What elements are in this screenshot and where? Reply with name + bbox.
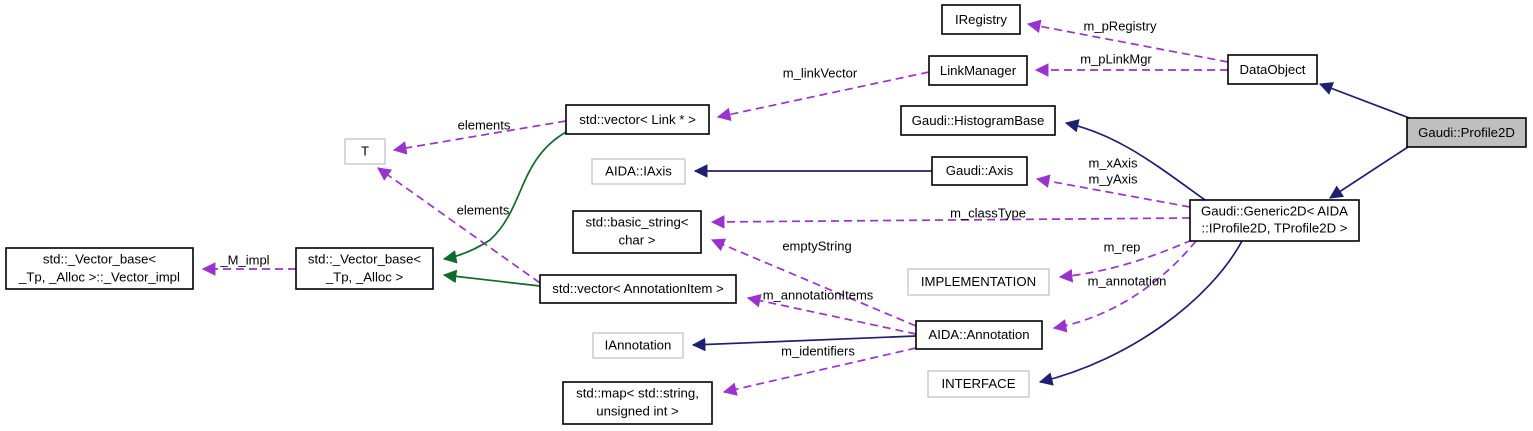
node-iannotation[interactable]: IAnnotation	[592, 332, 684, 359]
edge-label-_M_impl: _M_impl	[219, 252, 269, 267]
node-iregistry[interactable]: IRegistry	[941, 4, 1021, 35]
node-gaudi-profile2d-box[interactable]	[1406, 117, 1527, 148]
edge-label-m_yAxis: m_yAxis	[1088, 171, 1138, 186]
node-std-map[interactable]: std::map< std::string, unsigned int >	[562, 381, 713, 425]
edge-label-m_pRegistry: m_pRegistry	[1084, 18, 1157, 33]
node-aida-annotation-box[interactable]	[915, 320, 1043, 350]
node-std-vector-link-box[interactable]	[565, 104, 710, 135]
node-std-basic-string-label-line2: char >	[618, 232, 655, 247]
node-implementation-label: IMPLEMENTATION	[921, 274, 1036, 289]
node-t[interactable]: T	[344, 138, 386, 165]
node-dataobject-box[interactable]	[1227, 54, 1318, 85]
edge-label-m_xAxis: m_xAxis	[1088, 155, 1138, 170]
node-std-vector-link-label: std::vector< Link * >	[579, 112, 696, 127]
node-std-vector-annotationitem-label: std::vector< AnnotationItem >	[552, 281, 724, 296]
edge-inherit-annotation-iannotation	[691, 335, 917, 352]
edge-m_linkVector	[716, 71, 930, 122]
node-std-vector-base-impl-label-line2: _Tp, _Alloc >::_Vector_impl	[18, 269, 180, 284]
node-interface[interactable]: INTERFACE	[927, 370, 1030, 398]
node-std-vector-annotationitem[interactable]: std::vector< AnnotationItem >	[539, 274, 737, 304]
edge-label-m_annotation: m_annotation	[1088, 273, 1167, 288]
node-std-map-label-line1: std::map< std::string,	[576, 385, 699, 400]
edge-label-m_linkVector: m_linkVector	[783, 65, 858, 80]
node-interface-label: INTERFACE	[941, 376, 1015, 391]
node-aida-annotation[interactable]: AIDA::Annotation	[915, 320, 1043, 350]
node-dataobject[interactable]: DataObject	[1227, 54, 1318, 85]
node-gaudi-histogrambase-label: Gaudi::HistogramBase	[912, 113, 1045, 128]
edge-inherit-dataobject-profile2d	[1318, 82, 1413, 120]
node-std-vector-base-impl-box[interactable]	[5, 247, 194, 290]
node-implementation-box[interactable]	[907, 268, 1050, 296]
edge-m_annotationItems	[746, 293, 917, 335]
edge-m_rep	[1058, 239, 1193, 283]
edge-label-m_annotationItems: m_annotationItems	[763, 287, 874, 302]
edge-label-m_classType: m_classType	[950, 205, 1026, 220]
node-gaudi-generic2d[interactable]: Gaudi::Generic2D< AIDA ::IProfile2D, TPr…	[1189, 199, 1360, 242]
node-gaudi-axis-box[interactable]	[931, 156, 1028, 186]
node-std-vector-base-impl-label-line1: std::_Vector_base<	[43, 251, 157, 266]
edge-label-m_pLinkMgr: m_pLinkMgr	[1080, 51, 1152, 66]
edge-m_identifiers	[722, 347, 917, 396]
node-gaudi-generic2d-label-line1: Gaudi::Generic2D< AIDA	[1201, 203, 1348, 218]
node-gaudi-histogrambase-box[interactable]	[900, 105, 1056, 136]
edges-layer	[201, 19, 1413, 396]
node-aida-iaxis-box[interactable]	[591, 158, 686, 185]
node-interface-box[interactable]	[927, 370, 1030, 398]
node-std-basic-string-label-line1: std::basic_string<	[586, 214, 689, 229]
edge-m_annotation	[1052, 240, 1197, 333]
node-implementation[interactable]: IMPLEMENTATION	[907, 268, 1050, 296]
edge-label-m_rep: m_rep	[1104, 239, 1141, 254]
node-std-map-label-line2: unsigned int >	[596, 403, 679, 418]
node-dataobject-label: DataObject	[1240, 62, 1306, 77]
node-gaudi-histogrambase[interactable]: Gaudi::HistogramBase	[900, 105, 1056, 136]
node-gaudi-profile2d[interactable]: Gaudi::Profile2D	[1406, 117, 1527, 148]
edge-inherit-generic2d-interface	[1038, 240, 1243, 386]
node-std-basic-string[interactable]: std::basic_string< char >	[572, 210, 702, 254]
node-std-vector-link[interactable]: std::vector< Link * >	[565, 104, 710, 135]
edge-m_classType	[710, 215, 1191, 229]
node-aida-iaxis-label: AIDA::IAxis	[605, 163, 672, 178]
node-linkmanager-label: LinkManager	[940, 63, 1017, 78]
node-std-vector-base-label-line2: _Tp, _Alloc >	[325, 269, 404, 284]
nodes-layer: IRegistry LinkManager DataObject Gaudi::…	[5, 4, 1527, 425]
node-gaudi-axis-label: Gaudi::Axis	[946, 163, 1014, 178]
edge-label-elements-top: elements	[458, 117, 511, 132]
edge-labels-layer: m_pRegistry m_pLinkMgr m_linkVector elem…	[219, 18, 1166, 358]
node-std-basic-string-box[interactable]	[572, 210, 702, 254]
node-std-vector-base-label-line1: std::_Vector_base<	[308, 251, 422, 266]
edge-label-elements-bottom: elements	[457, 202, 510, 217]
edge-emptyString	[710, 238, 917, 327]
node-std-map-box[interactable]	[562, 381, 713, 425]
node-linkmanager[interactable]: LinkManager	[928, 55, 1028, 86]
edge-elements-annotationvector-t	[377, 167, 541, 284]
node-aida-annotation-label: AIDA::Annotation	[928, 327, 1029, 342]
edge-template-annotationvector-vectorbase	[442, 269, 541, 287]
node-gaudi-axis[interactable]: Gaudi::Axis	[931, 156, 1028, 186]
node-std-vector-base-impl[interactable]: std::_Vector_base< _Tp, _Alloc >::_Vecto…	[5, 247, 194, 290]
node-gaudi-profile2d-label: Gaudi::Profile2D	[1418, 125, 1515, 140]
edge-inherit-generic2d-histogrambase	[1064, 119, 1206, 201]
node-iannotation-box[interactable]	[592, 332, 684, 359]
edge-label-emptyString: emptyString	[782, 238, 851, 253]
node-iregistry-box[interactable]	[941, 4, 1021, 35]
node-t-box[interactable]	[344, 138, 386, 165]
node-iregistry-label: IRegistry	[955, 12, 1007, 27]
edge-m_pRegistry	[1026, 19, 1229, 63]
node-linkmanager-box[interactable]	[928, 55, 1028, 86]
node-gaudi-generic2d-label-line2: ::IProfile2D, TProfile2D >	[1202, 220, 1348, 235]
node-std-vector-base-box[interactable]	[295, 247, 434, 290]
edge-template-linkvector-vectorbase	[442, 131, 567, 264]
node-iannotation-label: IAnnotation	[605, 337, 672, 352]
node-std-vector-annotationitem-box[interactable]	[539, 274, 737, 304]
node-aida-iaxis[interactable]: AIDA::IAxis	[591, 158, 686, 185]
edge-elements-linkvector-t	[392, 120, 567, 155]
edge-inherit-generic2d-profile2d	[1329, 146, 1409, 199]
node-std-vector-base[interactable]: std::_Vector_base< _Tp, _Alloc >	[295, 247, 434, 290]
edge-label-m_identifiers: m_identifiers	[781, 343, 855, 358]
node-gaudi-generic2d-box[interactable]	[1189, 199, 1360, 242]
node-t-label: T	[361, 143, 369, 158]
